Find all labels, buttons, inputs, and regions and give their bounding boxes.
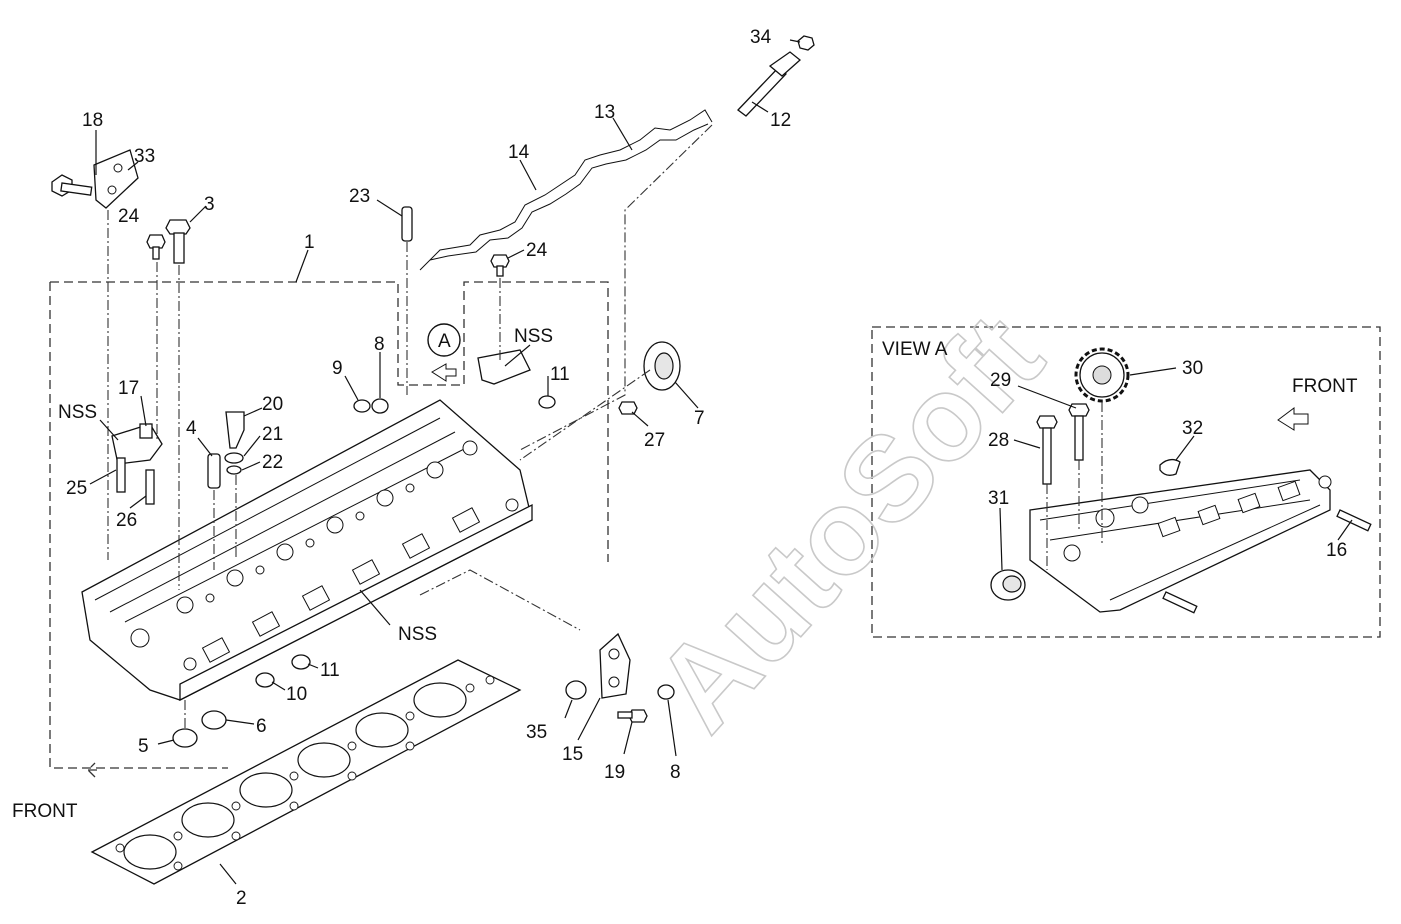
nss-label-bracket: NSS [58, 402, 97, 423]
nss-label-head: NSS [398, 624, 437, 645]
watermark: AutoSoft [629, 289, 1069, 757]
callout-31: 31 [988, 488, 1009, 509]
callout-21: 21 [262, 424, 283, 445]
word-labels: A NSS NSS NSS FRONT VIEW A FRONT [12, 326, 1358, 822]
main-view-frame [49, 281, 609, 778]
callout-15: 15 [562, 744, 583, 765]
callout-4: 4 [186, 418, 197, 439]
callout-8-top: 8 [374, 334, 385, 355]
callout-33: 33 [134, 146, 155, 167]
callout-24-left: 24 [118, 206, 140, 227]
small-parts [51, 35, 815, 748]
callout-35: 35 [526, 722, 547, 743]
view-a-title: VIEW A [882, 339, 948, 360]
callout-13: 13 [594, 102, 615, 123]
watermark-text: AutoSoft [629, 289, 1067, 755]
callout-25: 25 [66, 478, 87, 499]
callout-12: 12 [770, 110, 791, 131]
callout-8-bottom: 8 [670, 762, 681, 783]
callout-22: 22 [262, 452, 283, 473]
callout-17: 17 [118, 378, 139, 399]
callout-7: 7 [694, 408, 705, 429]
view-a-parts [990, 347, 1372, 614]
callout-19: 19 [604, 762, 625, 783]
nss-label-rocker: NSS [514, 326, 553, 347]
leader-lines [89, 39, 801, 885]
callout-1: 1 [304, 232, 315, 253]
callout-14: 14 [508, 142, 530, 163]
cylinder-head [81, 399, 533, 702]
front-label-view-a: FRONT [1292, 376, 1358, 397]
callout-3: 3 [204, 194, 215, 215]
front-label-main: FRONT [12, 801, 78, 822]
callout-labels: 34 12 13 14 23 18 33 3 24 1 24 9 8 11 7 … [66, 27, 1347, 909]
callout-11-bottom: 11 [320, 660, 340, 681]
callout-10: 10 [286, 684, 307, 705]
callout-5: 5 [138, 736, 149, 757]
callout-34: 34 [750, 27, 772, 48]
leak-off-pipe [419, 109, 713, 271]
callout-16: 16 [1326, 540, 1347, 561]
callout-6: 6 [256, 716, 267, 737]
alignment-lines [107, 124, 713, 728]
callout-11-top: 11 [550, 364, 570, 385]
callout-26: 26 [116, 510, 137, 531]
callout-29: 29 [990, 370, 1011, 391]
view-a-frame [871, 326, 1381, 638]
callout-24-middle: 24 [526, 240, 548, 261]
callout-18: 18 [82, 110, 103, 131]
callout-30: 30 [1182, 358, 1203, 379]
callout-28: 28 [988, 430, 1009, 451]
callout-23: 23 [349, 186, 370, 207]
callout-2: 2 [236, 888, 247, 909]
head-gasket [90, 659, 522, 885]
callout-32: 32 [1182, 418, 1203, 439]
callout-27: 27 [644, 430, 665, 451]
callout-20: 20 [262, 394, 283, 415]
callout-9: 9 [332, 358, 343, 379]
view-a-marker: A [438, 331, 451, 352]
